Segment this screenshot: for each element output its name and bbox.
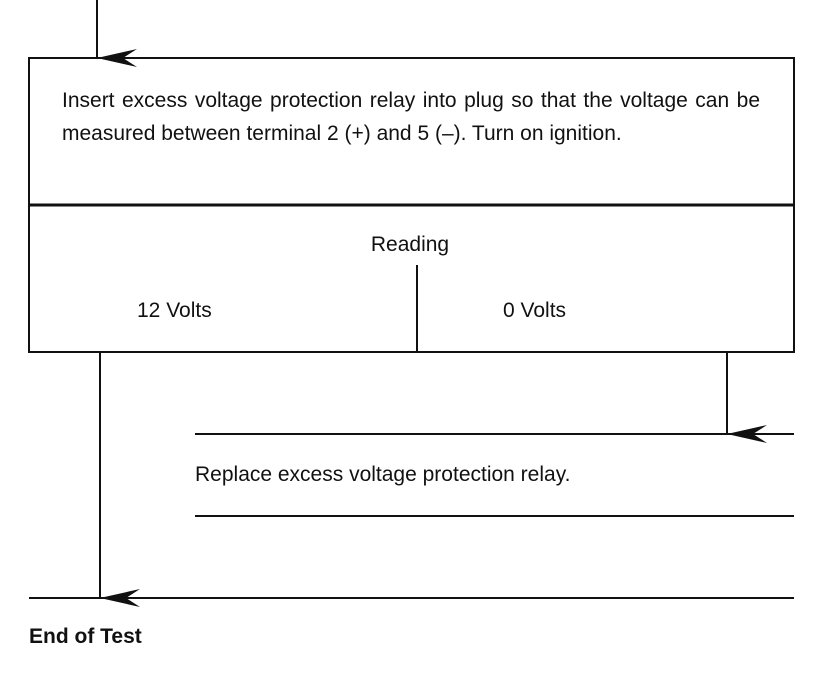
replace-relay-action-text: Replace excess voltage protection relay. [195, 463, 571, 486]
reading-label: Reading [370, 233, 450, 256]
end-of-test-label: End of Test [29, 625, 142, 648]
0-volts-result-label: 0 Volts [503, 299, 567, 322]
instruction-text: Insert excess voltage protection relay i… [62, 89, 760, 145]
12-volts-result-label: 12 Volts [137, 299, 212, 322]
